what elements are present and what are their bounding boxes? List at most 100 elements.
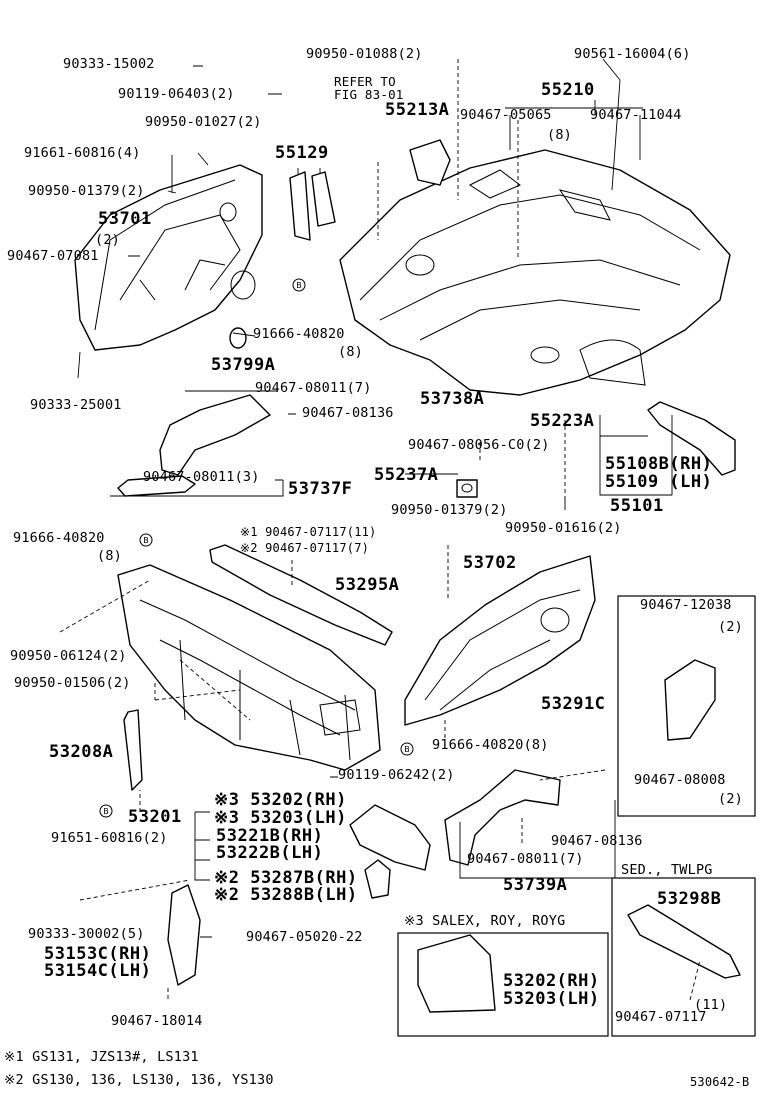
callout-90333-25001: 90333-25001 bbox=[30, 397, 122, 413]
bracket-53287b bbox=[364, 859, 391, 899]
panel-53153c bbox=[167, 884, 201, 986]
hinge-55129 bbox=[289, 168, 336, 241]
part-number-53222b: 53222B(LH) bbox=[216, 843, 324, 863]
diagram-code: 530642-B bbox=[690, 1075, 750, 1089]
part-number-53702: 53702 bbox=[463, 553, 517, 573]
qty-90467-12038: (2) bbox=[718, 619, 743, 635]
callout-90467-05065: 90467-05065 bbox=[460, 107, 552, 123]
reference-mark-circle bbox=[99, 804, 113, 818]
seal-55237a bbox=[456, 479, 478, 498]
part-number-53295a: 53295A bbox=[335, 575, 400, 595]
part-number-55108b: 55108B(RH) bbox=[605, 454, 713, 474]
callout-90950-06124: 90950-06124(2) bbox=[10, 648, 127, 664]
callout-90467-08056: 90467-08056-C0(2) bbox=[408, 437, 550, 453]
callout-90333-15002: 90333-15002 bbox=[63, 56, 155, 72]
cover-53298b bbox=[627, 904, 741, 979]
brace-55108b bbox=[647, 401, 736, 476]
fig-reference-label: FIG 83-01 bbox=[334, 87, 404, 102]
callout-91666-40820-top: 91666-40820 bbox=[253, 326, 345, 342]
part-number-53288b: ※2 53288B(LH) bbox=[214, 885, 358, 905]
callout-91666-40820-bot: 91666-40820(8) bbox=[432, 737, 549, 753]
callout-90467-12038: 90467-12038 bbox=[640, 597, 732, 613]
reference-mark-circle bbox=[292, 278, 306, 292]
part-number-53298b: 53298B bbox=[657, 889, 722, 909]
part-number-53201: 53201 bbox=[128, 807, 182, 827]
panel-53202-box bbox=[417, 934, 496, 1013]
reference-mark-letter: B bbox=[143, 536, 149, 545]
qty-90467-08008: (2) bbox=[718, 791, 743, 807]
part-number-53202-rh: ※3 53202(RH) bbox=[214, 790, 347, 810]
part-number-53738a: 53738A bbox=[420, 389, 485, 409]
callout-90467-08136-a: 90467-08136 bbox=[302, 405, 394, 421]
fender-apron-53701 bbox=[74, 164, 263, 351]
callout-90467-08011-7a: 90467-08011(7) bbox=[255, 380, 372, 396]
part-number-53287b: ※2 53287B(RH) bbox=[214, 868, 358, 888]
part-number-53739a: 53739A bbox=[503, 875, 568, 895]
part-number-53701: 53701 bbox=[98, 209, 152, 229]
callout-90467-05020: 90467-05020-22 bbox=[246, 929, 363, 945]
part-number-53799a: 53799A bbox=[211, 355, 276, 375]
callout-90950-01379-b: 90950-01379(2) bbox=[391, 502, 508, 518]
part-number-55213a: 55213A bbox=[385, 100, 450, 120]
callout-90950-01616: 90950-01616(2) bbox=[505, 520, 622, 536]
grommet-53799a bbox=[229, 327, 247, 349]
reference-mark-letter: B bbox=[404, 745, 410, 754]
callout-90467-08011-3: 90467-08011(3) bbox=[143, 469, 260, 485]
reference-mark-letter: B bbox=[103, 807, 109, 816]
callout-90333-30002: 90333-30002(5) bbox=[28, 926, 145, 942]
dash-panel-55210 bbox=[339, 149, 731, 396]
bracket-53291c bbox=[664, 659, 716, 741]
part-number-53153c: 53153C(RH) bbox=[44, 944, 152, 964]
callout-90119-06242: 90119-06242(2) bbox=[338, 767, 455, 783]
reference-mark-letter: B bbox=[296, 281, 302, 290]
qty-91666-40820-mid: (8) bbox=[97, 548, 122, 564]
callout-90950-01027: 90950-01027(2) bbox=[145, 114, 262, 130]
bracket-53738a bbox=[159, 394, 271, 476]
callout-90950-01379-a: 90950-01379(2) bbox=[28, 183, 145, 199]
callout-90467-07117-7: ※2 90467-07117(7) bbox=[240, 541, 370, 555]
part-number-55129: 55129 bbox=[275, 143, 329, 163]
callout-91651-60816: 91651-60816(2) bbox=[51, 830, 168, 846]
label-salex-roy-royg: ※3 SALEX, ROY, ROYG bbox=[404, 913, 566, 929]
part-number-53291c: 53291C bbox=[541, 694, 606, 714]
seal-53295a bbox=[209, 544, 393, 646]
reference-mark-circle bbox=[400, 742, 414, 756]
callout-90467-18014: 90467-18014 bbox=[111, 1013, 203, 1029]
part-number-53737f: 53737F bbox=[288, 479, 353, 499]
fender-apron-53702 bbox=[404, 555, 596, 726]
insulator-55213a bbox=[409, 139, 451, 186]
callout-90950-01088: 90950-01088(2) bbox=[306, 46, 423, 62]
qty-90467-05065: (8) bbox=[547, 127, 572, 143]
callout-91661-60816: 91661-60816(4) bbox=[24, 145, 141, 161]
qty-90467-07117-box: (11) bbox=[694, 997, 728, 1013]
part-number-53154c: 53154C(LH) bbox=[44, 961, 152, 981]
callout-90950-01506: 90950-01506(2) bbox=[14, 675, 131, 691]
callout-90119-06403: 90119-06403(2) bbox=[118, 86, 235, 102]
part-number-53202-box: 53202(RH) bbox=[503, 971, 600, 991]
qty-91666-40820-top: (8) bbox=[338, 344, 363, 360]
reference-mark-group: B B B B bbox=[99, 278, 414, 818]
part-number-55109: 55109 (LH) bbox=[605, 472, 713, 492]
callout-90467-11044: 90467-11044 bbox=[590, 107, 682, 123]
callout-90467-08136-b: 90467-08136 bbox=[551, 833, 643, 849]
reference-mark-circle bbox=[139, 533, 153, 547]
callout-90467-08008: 90467-08008 bbox=[634, 772, 726, 788]
callout-91666-40820-mid: 91666-40820 bbox=[13, 530, 105, 546]
option-box-salex bbox=[397, 932, 609, 1037]
part-number-55237a: 55237A bbox=[374, 465, 439, 485]
footnote-2: ※2 GS130, 136, LS130, 136, YS130 bbox=[4, 1072, 274, 1088]
callout-90467-08011-7b: 90467-08011(7) bbox=[467, 851, 584, 867]
footnote-1: ※1 GS131, JZS13#, LS131 bbox=[4, 1049, 199, 1065]
part-number-53203-box: 53203(LH) bbox=[503, 989, 600, 1009]
part-number-55223a: 55223A bbox=[530, 411, 595, 431]
callout-90467-07081: 90467-07081 bbox=[7, 248, 99, 264]
radiator-support-53201 bbox=[117, 564, 381, 771]
bracket-53221b bbox=[349, 804, 431, 871]
qty-53701: (2) bbox=[95, 232, 120, 248]
option-box-53291c bbox=[617, 595, 756, 817]
label-sed-twlpg: SED., TWLPG bbox=[621, 862, 713, 878]
part-number-53203-lh: ※3 53203(LH) bbox=[214, 808, 347, 828]
callout-90467-07117-11: ※1 90467-07117(11) bbox=[240, 525, 377, 539]
